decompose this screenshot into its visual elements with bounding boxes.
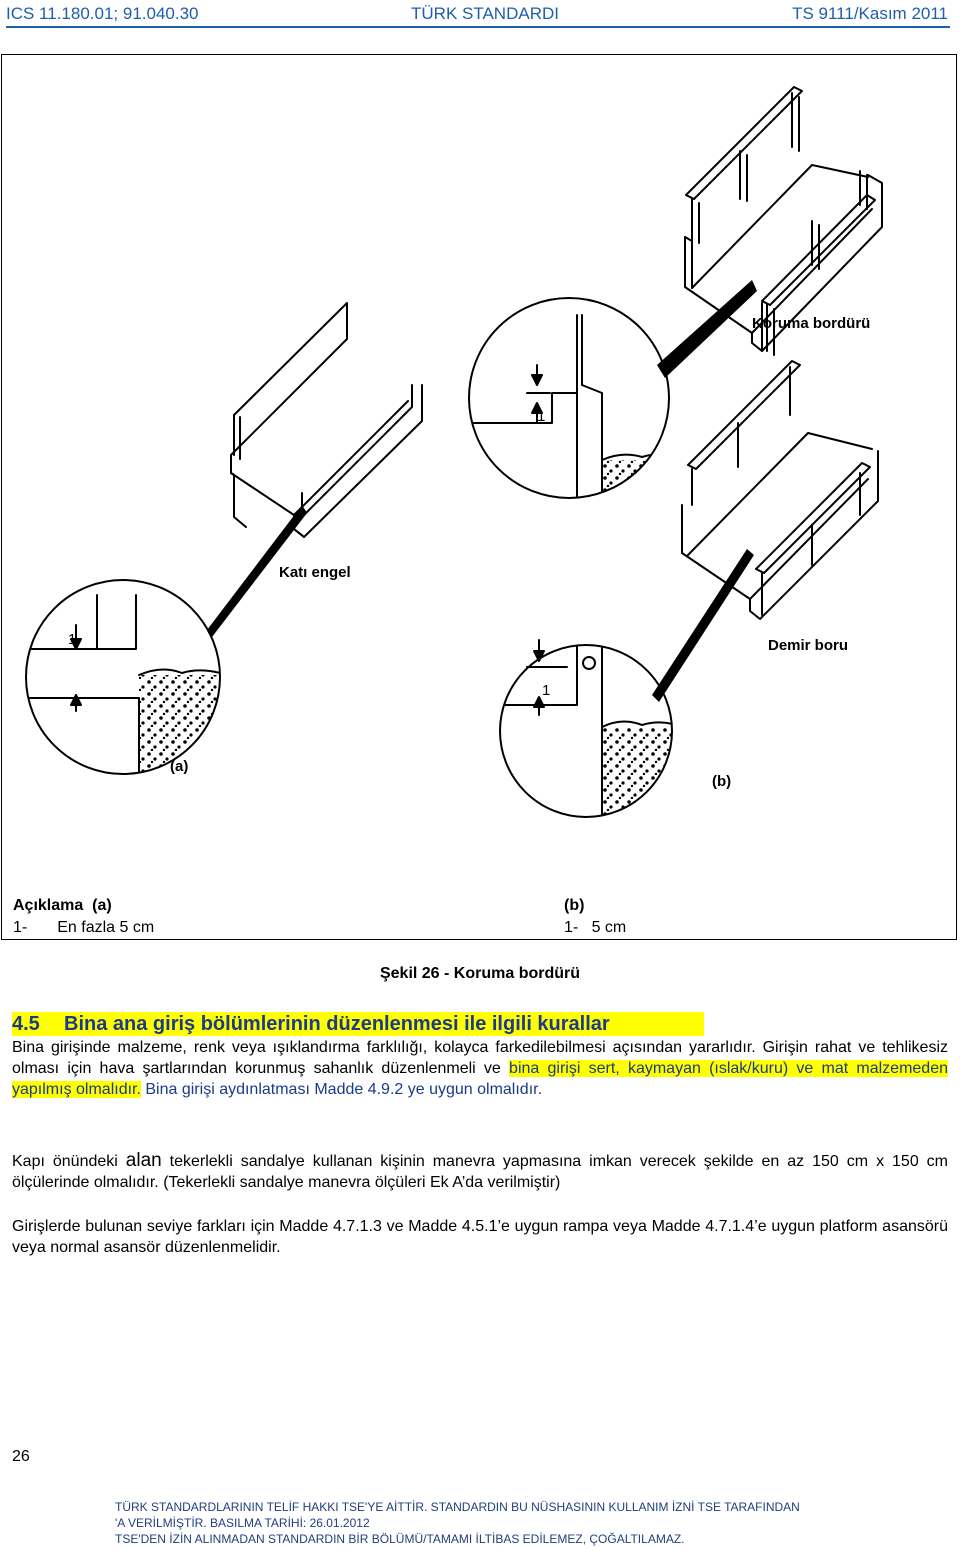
- platform-with-pipe-railing: [681, 360, 879, 620]
- paragraph-2-text-start: Kapı önündeki: [12, 1153, 126, 1170]
- pointer-wedge-top: [657, 280, 757, 378]
- label-figure-a: (a): [170, 758, 189, 775]
- dimension-label-1-top: 1: [537, 408, 546, 425]
- footer-line-3: TSE'DEN İZİN ALINMADAN STANDARDIN BİR BÖ…: [115, 1532, 685, 1546]
- paragraph-1-text: Bina girişinde malzeme, renk veya ışıkla…: [12, 1039, 948, 1077]
- label-kati-engel: Katı engel: [279, 564, 351, 581]
- paragraph-2: Kapı önündeki alan tekerlekli sandalye k…: [12, 1150, 948, 1193]
- legend-b-header: (b): [564, 897, 585, 914]
- legend-a-item-text: En fazla 5 cm: [57, 919, 155, 936]
- figure-drawing: [25, 86, 883, 818]
- section-heading: 4.5 Bina ana giriş bölümlerinin düzenlenm…: [12, 1012, 704, 1036]
- detail-circle-right: [499, 639, 673, 818]
- legend-a-header: (a): [92, 897, 112, 914]
- paragraph-3: Girişlerde bulunan seviye farkları için …: [12, 1218, 948, 1256]
- dimension-label-1-left: 1: [68, 631, 77, 648]
- pointer-wedge-right: [652, 549, 754, 702]
- section-title: Bina ana giriş bölümlerinin düzenlenmesi…: [64, 1013, 610, 1035]
- legend-b-item: 1- 5 cm: [564, 919, 627, 936]
- dimension-label-1-right: 1: [542, 682, 551, 699]
- paragraph-1: Bina girişinde malzeme, renk veya ışıkla…: [12, 1037, 949, 1100]
- pointer-wedge-left: [207, 505, 307, 637]
- header-ics-code: ICS 11.180.01; 91.040.30: [6, 4, 199, 23]
- detail-circle-top: [468, 297, 670, 499]
- figure-caption-number: Şekil 26: [379, 965, 440, 982]
- figure-caption: Şekil 26 - Koruma bordürü: [0, 965, 960, 983]
- paragraph-2-word-alan: alan: [125, 1150, 162, 1171]
- footer-line-2: 'A VERİLMİŞTİR. BASILMA TARİHİ: 26.01.20…: [115, 1516, 370, 1530]
- detail-circle-left: [25, 579, 221, 775]
- section-number: 4.5: [12, 1013, 40, 1035]
- label-koruma-bordur: Koruma bordürü: [752, 315, 871, 332]
- page-number: 26: [12, 1448, 30, 1465]
- label-demir-boru: Demir boru: [768, 637, 849, 654]
- legend-a-item-number: 1-: [13, 919, 28, 936]
- legend-title-text: Açıklama: [13, 897, 84, 914]
- header-standard-number: TS 9111/Kasım 2011: [792, 4, 948, 23]
- label-figure-b: (b): [712, 773, 732, 790]
- copyright-footer: TÜRK STANDARDLARININ TELİF HAKKI TSE'YE …: [115, 1499, 800, 1547]
- page-header: ICS 11.180.01; 91.040.30 TÜRK STANDARDI …: [0, 2, 960, 26]
- legend-title: Açıklama (a): [13, 897, 112, 915]
- header-standard-title: TÜRK STANDARDI: [411, 4, 559, 23]
- header-rule: [6, 26, 950, 28]
- platform-with-railings-top: [684, 86, 883, 356]
- platform-with-solid-curb: [230, 302, 423, 538]
- footer-line-1: TÜRK STANDARDLARININ TELİF HAKKI TSE'YE …: [115, 1500, 800, 1514]
- figure-caption-text: - Koruma bordürü: [439, 965, 581, 982]
- paragraph-2-text-end: tekerlekli sandalye kullanan kişinin man…: [12, 1153, 949, 1191]
- figure-frame: Koruma bordürü Katı engel Demir boru 1 1…: [1, 54, 957, 940]
- paragraph-1-end: Bina girişi aydınlatması Madde 4.9.2 ye …: [140, 1081, 543, 1098]
- legend-a-item: 1- En fazla 5 cm: [13, 919, 154, 937]
